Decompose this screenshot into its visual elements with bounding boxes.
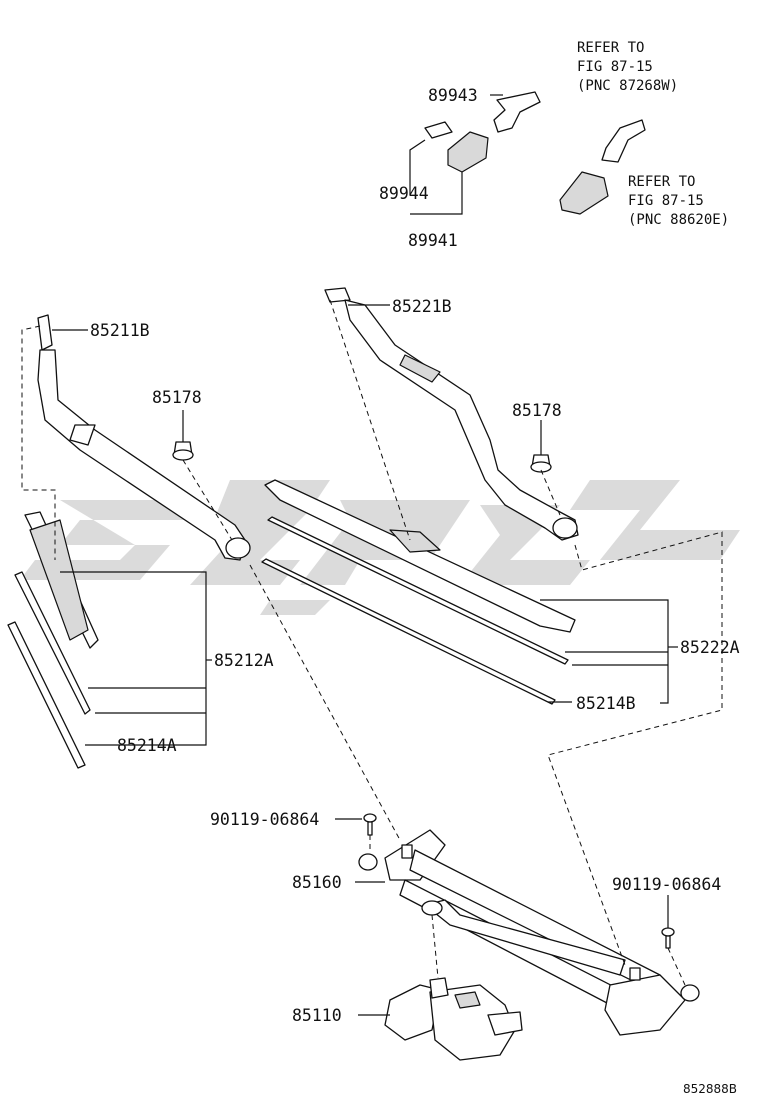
callout-90119-left: 90119-06864	[210, 810, 319, 829]
callout-89943: 89943	[428, 86, 478, 105]
callout-89944: 89944	[379, 184, 429, 203]
callout-90119-right: 90119-06864	[612, 875, 721, 894]
left-wiper-blade	[7, 511, 99, 769]
callout-85222A: 85222A	[680, 638, 740, 657]
right-wiper-arm	[324, 287, 579, 541]
svg-text:REFER TO: REFER TO	[628, 174, 695, 190]
callout-85214B: 85214B	[576, 694, 636, 713]
callout-85211B: 85211B	[90, 321, 150, 340]
callout-85221B: 85221B	[392, 297, 452, 316]
svg-text:(PNC 88620E): (PNC 88620E)	[628, 212, 729, 228]
bolt-90119-right	[661, 927, 675, 949]
wiper-link-assembly	[358, 829, 700, 1036]
part-89941-nozzle	[447, 131, 489, 173]
callout-85160: 85160	[292, 873, 342, 892]
bolt-90119-left	[363, 813, 377, 836]
ref-part-88620E	[559, 171, 609, 215]
ref-part-87268W	[601, 119, 646, 163]
callout-85178-left: 85178	[152, 388, 202, 407]
callout-85214A: 85214A	[117, 736, 177, 755]
right-wiper-blade	[261, 479, 576, 705]
reference-note-88620E: REFER TO FIG 87-15 (PNC 88620E)	[628, 174, 729, 228]
left-wiper-arm	[37, 314, 251, 561]
nozzle-group	[409, 91, 646, 215]
leader-lines	[52, 304, 678, 1016]
svg-text:REFER TO: REFER TO	[577, 40, 644, 56]
illustration-code: 852888B	[683, 1082, 737, 1096]
right-arm-nut-85178	[530, 454, 552, 473]
callout-85178-right: 85178	[512, 401, 562, 420]
callout-85212A: 85212A	[214, 651, 274, 670]
svg-text:(PNC 87268W): (PNC 87268W)	[577, 78, 678, 94]
assembly-guide-lines	[21, 299, 723, 986]
svg-text:FIG 87-15: FIG 87-15	[628, 193, 704, 209]
part-89944-pad	[424, 121, 453, 139]
left-arm-nut-85178	[172, 441, 194, 461]
wiper-motor	[384, 977, 523, 1061]
svg-text:FIG 87-15: FIG 87-15	[577, 59, 653, 75]
callout-85110: 85110	[292, 1006, 342, 1025]
part-89943-nozzle	[493, 91, 541, 133]
callout-89941: 89941	[408, 231, 458, 250]
reference-note-87268W: REFER TO FIG 87-15 (PNC 87268W)	[577, 40, 678, 94]
